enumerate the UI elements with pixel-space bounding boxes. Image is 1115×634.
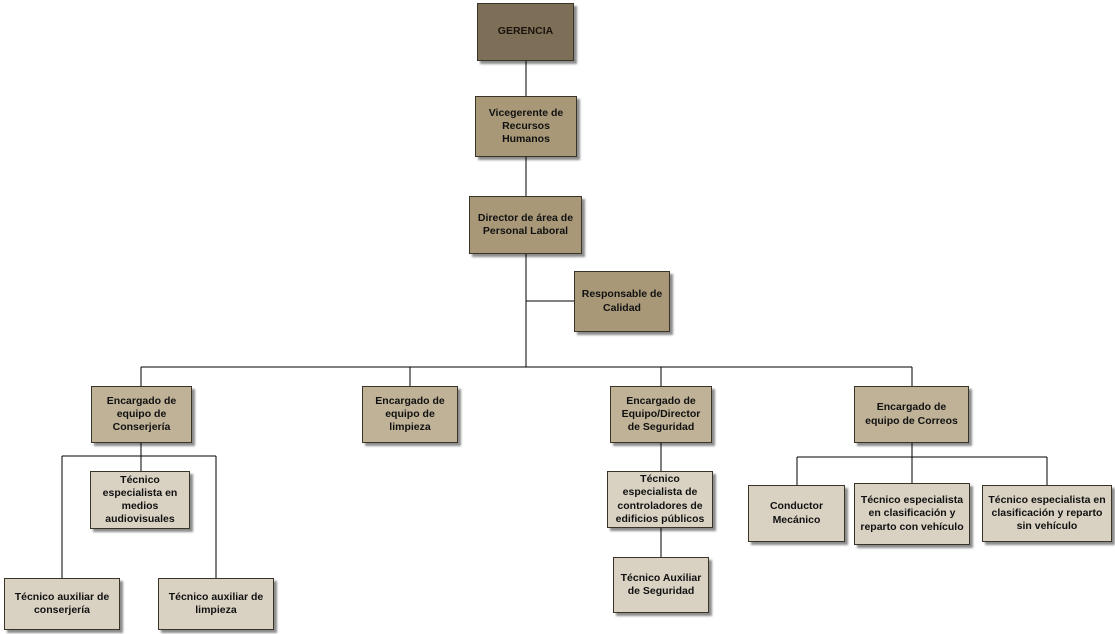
node-encargado-seguridad: Encargado de Equipo/Director de Segurida… (610, 386, 712, 443)
node-encargado-limpieza-label: Encargado de equipo de limpieza (375, 394, 445, 434)
node-tecnico-controladores: Técnico especialista de controladores de… (607, 471, 713, 528)
node-tecnico-reparto-con-vehiculo: Técnico especialista en clasificación y … (854, 483, 970, 545)
node-tecnico-audiovisuales-label: Técnico especialista en medios audiovisu… (102, 473, 178, 526)
node-vicegerente: Vicegerente de Recursos Humanos (475, 96, 577, 157)
node-tecnico-audiovisuales: Técnico especialista en medios audiovisu… (90, 471, 190, 529)
node-auxiliar-conserjeria-label: Técnico auxiliar de conserjería (14, 590, 110, 616)
node-tecnico-reparto-con-vehiculo-label: Técnico especialista en clasificación y … (860, 494, 964, 533)
node-auxiliar-seguridad-label: Técnico Auxiliar de Seguridad (620, 571, 702, 597)
node-conductor-mecanico-label: Conductor Mecánico (769, 500, 824, 526)
node-director-label: Director de área de Personal Laboral (477, 211, 574, 237)
node-conductor-mecanico: Conductor Mecánico (748, 485, 845, 542)
node-encargado-conserjeria-label: Encargado de equipo de Conserjería (106, 394, 177, 434)
node-auxiliar-seguridad: Técnico Auxiliar de Seguridad (613, 557, 709, 613)
node-auxiliar-conserjeria: Técnico auxiliar de conserjería (4, 578, 120, 630)
node-tecnico-reparto-sin-vehiculo-label: Técnico especialista en clasificación y … (988, 493, 1106, 533)
node-encargado-correos-label: Encargado de equipo de Correos (865, 401, 958, 427)
node-auxiliar-limpieza-label: Técnico auxiliar de limpieza (168, 590, 264, 616)
node-tecnico-controladores-label: Técnico especialista de controladores de… (615, 473, 705, 525)
node-calidad-label: Responsable de Calidad (581, 288, 663, 314)
node-tecnico-reparto-sin-vehiculo: Técnico especialista en clasificación y … (982, 485, 1112, 542)
node-encargado-limpieza: Encargado de equipo de limpieza (362, 386, 458, 443)
node-vicegerente-label: Vicegerente de Recursos Humanos (488, 106, 564, 146)
node-encargado-correos: Encargado de equipo de Correos (854, 386, 969, 443)
node-director: Director de área de Personal Laboral (469, 196, 582, 254)
node-encargado-conserjeria: Encargado de equipo de Conserjería (91, 386, 192, 443)
node-gerencia: GERENCIA (477, 3, 574, 61)
node-auxiliar-limpieza: Técnico auxiliar de limpieza (158, 578, 274, 630)
node-gerencia-label: GERENCIA (497, 25, 554, 38)
node-encargado-seguridad-label: Encargado de Equipo/Director de Segurida… (621, 394, 701, 434)
node-calidad: Responsable de Calidad (574, 271, 670, 332)
